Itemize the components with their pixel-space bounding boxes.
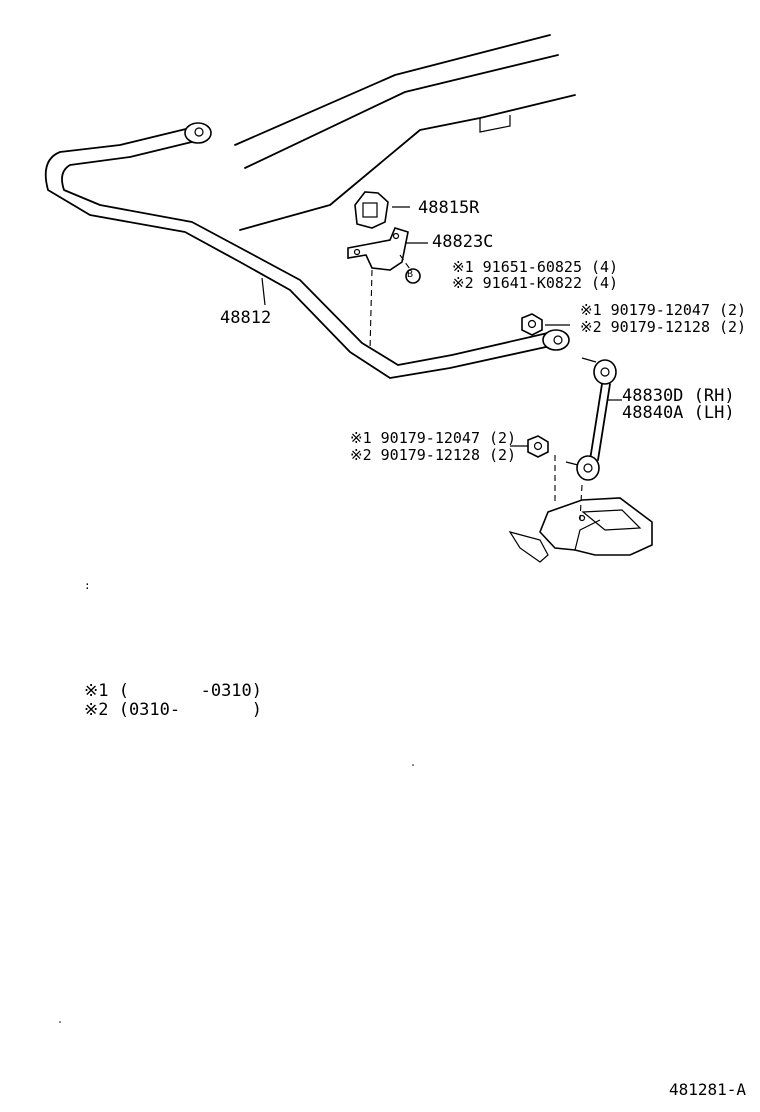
arm-dashline-2 [579,484,583,521]
bolt-b-marker-letter: B [407,269,414,280]
stray-mark: : [84,579,91,592]
bolt-b-marker-circle [405,268,421,284]
label-lower-nut-2: ※2 90179-12128 (2) [350,446,517,464]
label-bracket: 48823C [432,232,494,252]
label-bracket-bolt-2: ※2 91641-K0822 (4) [452,274,619,292]
label-bracket-bolt-1: ※1 91651-60825 (4) [452,258,619,276]
note-2: ※2 (0310- ) [84,700,263,720]
stray-dot-2 [59,1021,61,1023]
stabilizer-link [565,357,617,481]
bushing-part [354,191,389,229]
bolt-dashline [369,269,373,351]
upper-nut [521,313,543,336]
note-1: ※1 ( -0310) [84,681,263,701]
label-stabilizer-bar: 48812 [220,308,272,328]
lower-nut [527,435,549,458]
label-bushing: 48815R [418,198,480,218]
label-upper-nut-2: ※2 90179-12128 (2) [580,318,747,336]
stabilizer-bar [44,122,570,379]
label-lower-nut-1: ※1 90179-12047 (2) [350,429,517,447]
label-link-rh: 48830D (RH) [622,386,735,406]
figure-code: 481281-A [668,1080,746,1099]
label-upper-nut-1: ※1 90179-12047 (2) [580,301,747,319]
leader-48812 [261,277,266,306]
bolt-dashline-2 [399,254,413,273]
frame-member [234,34,576,231]
bracket-part [347,227,409,271]
label-link-lh: 48840A (LH) [622,403,735,423]
suspension-arm [508,497,653,563]
stray-dot [412,764,414,766]
